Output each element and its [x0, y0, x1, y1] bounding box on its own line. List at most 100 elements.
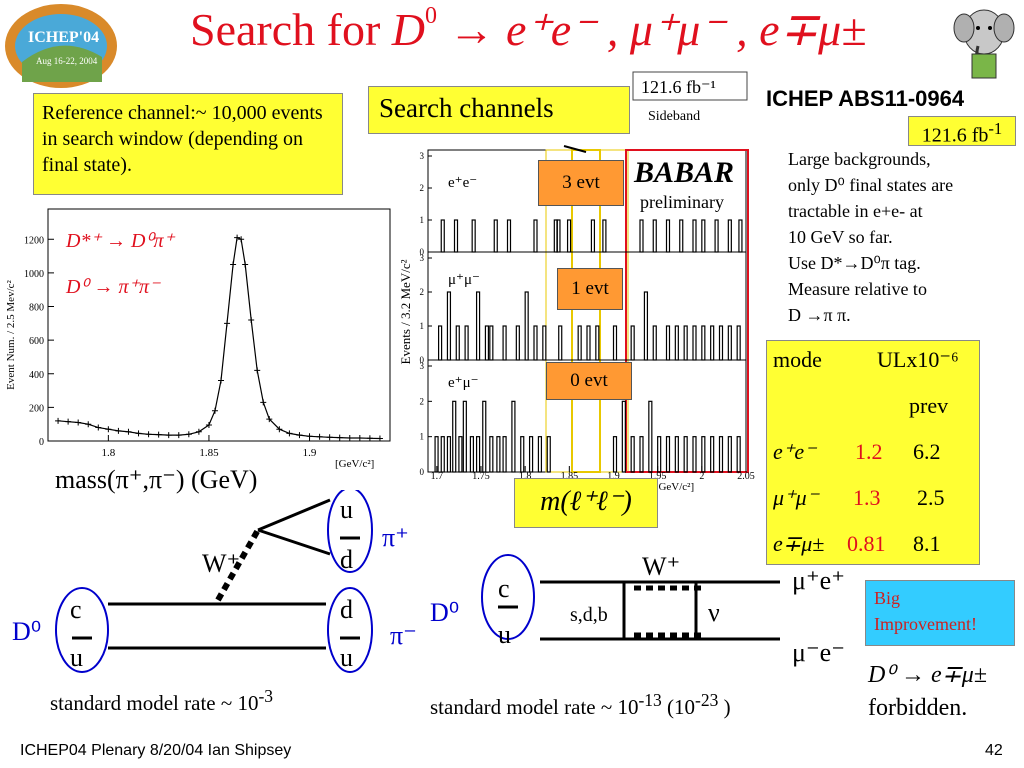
ul-row-ul: 1.2 — [855, 439, 883, 464]
ul-row-prev: 2.5 — [917, 485, 945, 510]
mass-x-tick-label: 1.85 — [199, 447, 219, 459]
forbidden-formula: D⁰ → e∓μ± — [868, 662, 987, 688]
fl-c: c — [70, 595, 82, 624]
channel-label-mumu: μ⁺μ⁻ — [448, 272, 480, 288]
fl-ubar: u — [70, 643, 83, 672]
search-y-tick-label: 3 — [420, 361, 425, 371]
search-bar — [496, 436, 501, 473]
sm-rate-2-tail-sup: -23 — [695, 690, 719, 710]
mll-label: m(ℓ⁺ℓ⁻) — [514, 478, 658, 528]
reference-channel-box: Reference channel:~ 10,000 events in sea… — [33, 93, 343, 195]
search-bar — [528, 436, 534, 473]
ul-row-mode: e⁺e⁻ — [773, 439, 816, 464]
search-bar — [665, 436, 671, 473]
search-y-tick-label: 3 — [420, 253, 425, 263]
search-bar — [736, 436, 741, 473]
search-bar — [446, 436, 452, 473]
search-y-tick-label: 1 — [420, 321, 425, 331]
search-bar — [630, 436, 635, 473]
search-bar — [520, 436, 525, 473]
forbidden-text: forbidden. — [868, 695, 968, 721]
mass-y-tick-label: 400 — [29, 370, 44, 381]
search-bar — [701, 436, 706, 473]
babar-elephant-icon — [953, 9, 1015, 79]
search-y-tick-label: 0 — [420, 355, 425, 365]
channel-label-ee: e⁺e⁻ — [448, 175, 477, 191]
title-formula: → e⁺e⁻ , μ⁺μ⁻ , e∓μ± — [437, 4, 867, 55]
fr-c: c — [498, 574, 510, 603]
logo-left-sub: Aug 16-22, 2004 — [36, 56, 98, 66]
ul-row-prev: 6.2 — [913, 439, 941, 464]
fl-pi-plus: π⁺ — [382, 523, 409, 552]
sm-rate-2: standard model rate ~ 10-13 (10-23 ) — [430, 690, 731, 720]
search-bar — [489, 436, 494, 473]
search-channels-label: Search channels — [368, 86, 630, 134]
fl-ubar-bot: u — [340, 643, 353, 672]
search-bar — [462, 400, 467, 473]
mass-plot-ylabel: Event Num. / 2.5 Mev/c² — [5, 279, 17, 389]
big-improvement-box: Big Improvement! — [865, 580, 1015, 646]
mass-y-tick-label: 600 — [29, 336, 44, 347]
ul-row-ul: 0.81 — [847, 531, 886, 556]
mass-x-tick-label: 1.9 — [303, 447, 317, 459]
ul-row-ul: 1.3 — [853, 485, 881, 510]
search-bar — [440, 436, 445, 473]
babar-label: BABAR — [633, 156, 734, 189]
search-bar — [683, 436, 688, 473]
search-bar — [469, 436, 475, 473]
fr-nu: ν — [708, 598, 720, 627]
search-x-tick-label: 2.05 — [737, 471, 755, 482]
search-x-tick-label: 1.75 — [472, 471, 490, 482]
search-bar — [621, 400, 626, 473]
search-bar — [648, 400, 653, 473]
search-x-tick-label: 1.95 — [649, 471, 667, 482]
mass-y-tick-label: 1000 — [24, 269, 44, 280]
search-bar — [482, 400, 487, 473]
mass-plot-xunit: [GeV/c²] — [335, 458, 374, 470]
fr-sdb: s,d,b — [570, 604, 608, 626]
search-y-tick-label: 3 — [420, 151, 425, 161]
sm-rate-2-text: standard model rate ~ 10 — [430, 695, 639, 719]
ul-row-mode: μ⁺μ⁻ — [773, 485, 819, 510]
page-number: 42 — [985, 742, 1003, 759]
sm-rate-2-end: ) — [718, 695, 731, 719]
feynman-diagram-right: D⁰ c u s,d,b W⁺ ν μ⁺e⁺ μ⁻e⁻ — [430, 552, 845, 667]
search-y-tick-label: 0 — [420, 467, 425, 477]
description-line: 10 GeV so far. — [788, 227, 893, 247]
search-y-tick-label: 2 — [420, 396, 425, 406]
fl-u-top: u — [340, 495, 353, 524]
search-x-tick-label: 1.85 — [561, 471, 579, 482]
description-line: only D⁰ final states are — [788, 175, 954, 195]
search-x-tick-label: 1.8 — [519, 471, 532, 482]
description-text: Large backgrounds, only D⁰ final states … — [788, 146, 1018, 328]
ul-header-prev: prev — [909, 393, 949, 418]
search-bar — [727, 436, 732, 473]
search-bar — [692, 436, 697, 473]
evt-ee-box: 3 evt — [538, 160, 624, 206]
mass-y-tick-label: 200 — [29, 403, 44, 414]
slide-title: Search for D0 → e⁺e⁻ , μ⁺μ⁻ , e∓μ± — [190, 2, 890, 56]
ul-row-prev: 8.1 — [913, 531, 941, 556]
mass-x-tick-label: 1.8 — [101, 447, 115, 459]
footer: ICHEP04 Plenary 8/20/04 Ian Shipsey — [20, 742, 292, 759]
search-bar — [612, 436, 618, 473]
mass-fit-curve — [58, 236, 380, 440]
search-bar — [502, 436, 507, 473]
ul-header-mode: mode — [773, 347, 822, 372]
title-d: D — [391, 4, 426, 55]
search-plot-ylabel: Events / 3.2 MeV/c² — [398, 259, 413, 364]
fr-mu-plus: μ⁺e⁺ — [792, 566, 845, 595]
mass-y-tick-label: 800 — [29, 303, 44, 314]
sm-rate-1-sup: -3 — [258, 686, 274, 706]
fr-d0: D⁰ — [430, 598, 459, 627]
lumi-badge-text: 121.6 fb⁻¹ — [641, 77, 716, 97]
search-y-tick-label: 0 — [420, 247, 425, 257]
pointer-arrow — [563, 145, 587, 153]
mass-plot-formula-1: D*⁺ → D⁰π⁺ — [65, 230, 175, 252]
evt-mumu-box: 1 evt — [557, 268, 623, 310]
luminosity-value: 121.6 fb — [921, 124, 989, 147]
mass-y-tick-label: 1200 — [24, 235, 44, 246]
search-x-tick-label: 2 — [699, 471, 704, 482]
fl-pi-minus: π⁻ — [390, 621, 417, 650]
luminosity-sup: -1 — [988, 119, 1003, 138]
